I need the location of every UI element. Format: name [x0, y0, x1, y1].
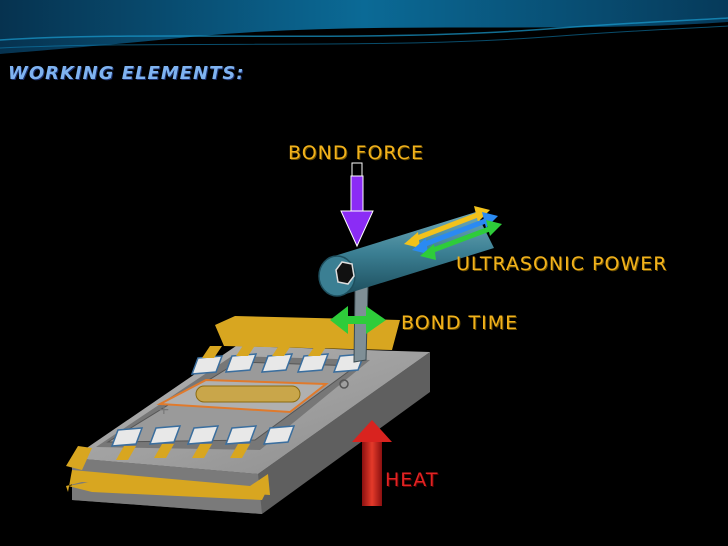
ultrasonic-arrow-blue [412, 212, 498, 254]
ultrasonic-arrows [404, 206, 502, 260]
bond-force-arrow [340, 162, 374, 248]
lead-frame [66, 316, 400, 500]
label-ultrasonic-power: ULTRASONIC POWER [456, 253, 668, 275]
svg-text:+: + [158, 402, 170, 418]
label-bond-time: BOND TIME [401, 312, 519, 334]
ultrasonic-arrow-green [420, 220, 502, 260]
bond-time-arrow [330, 306, 386, 334]
ultrasonic-arrow-yellow [404, 206, 490, 248]
heat-arrow [352, 420, 392, 506]
die-cavity: + [96, 356, 370, 450]
slide-title: WORKING ELEMENTS: [8, 63, 245, 84]
header-banner [0, 0, 728, 58]
bond-pads-bottom [110, 425, 296, 447]
gold-leads [116, 344, 328, 460]
label-heat: HEAT [385, 469, 439, 491]
label-bond-force: BOND FORCE [288, 142, 424, 164]
